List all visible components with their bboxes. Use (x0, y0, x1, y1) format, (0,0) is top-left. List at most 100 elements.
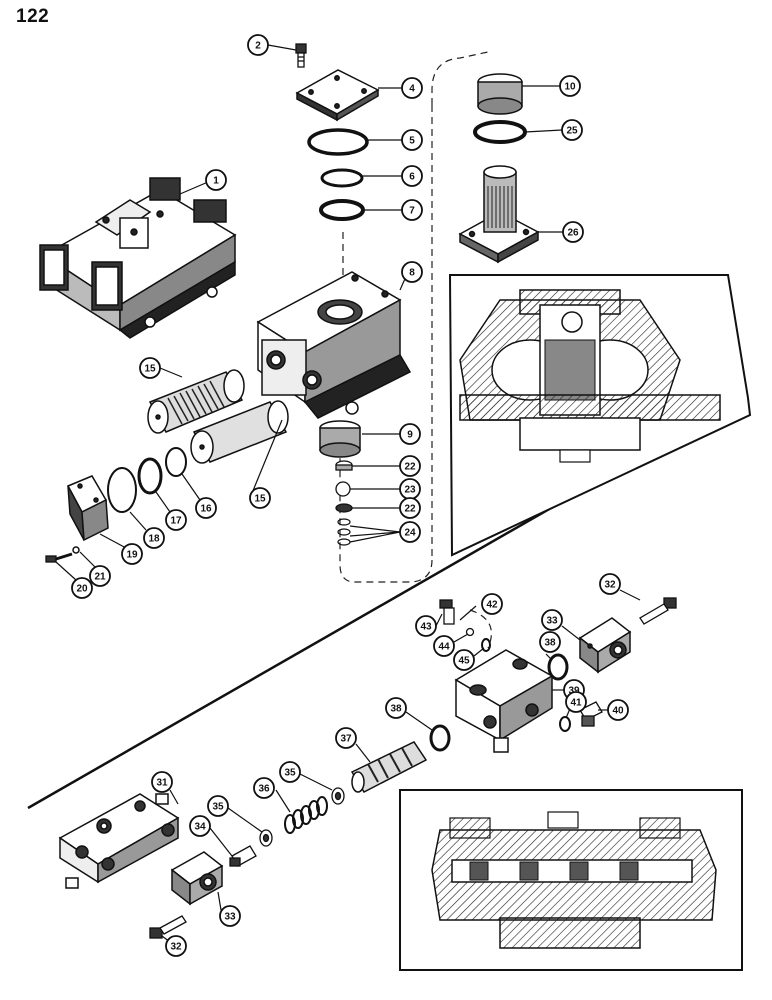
svg-text:22: 22 (404, 504, 416, 515)
part-22-shim-lower (335, 503, 353, 513)
part-9-bushing (319, 420, 361, 458)
callout-33-upper: 33 (541, 609, 563, 631)
part-5-o-ring (307, 128, 369, 156)
callout-40: 40 (607, 699, 629, 721)
part-6-o-ring (320, 168, 364, 188)
part-36-spring (284, 796, 328, 834)
part-38-seal-upper (547, 653, 569, 681)
part-22-shim-upper (335, 460, 353, 471)
part-21-lock-washer (72, 546, 80, 554)
callout-33-lower: 33 (219, 905, 241, 927)
svg-text:38: 38 (390, 704, 402, 715)
assembly-guide-lines (339, 51, 492, 649)
callout-4: 4 (401, 77, 423, 99)
callout-15-upper: 15 (139, 357, 161, 379)
svg-text:6: 6 (409, 172, 415, 183)
callout-22-upper: 22 (399, 455, 421, 477)
part-10-bushing (477, 73, 523, 115)
svg-text:39: 39 (568, 686, 580, 697)
callout-34: 34 (189, 815, 211, 837)
callout-16: 16 (195, 497, 217, 519)
svg-text:7: 7 (409, 206, 415, 217)
callout-26: 26 (562, 221, 584, 243)
part-26-flanged-shaft (458, 165, 540, 264)
svg-text:23: 23 (404, 485, 416, 496)
callout-15-lower: 15 (249, 487, 271, 509)
svg-text:24: 24 (404, 528, 416, 539)
svg-text:15: 15 (254, 494, 266, 505)
callout-7: 7 (401, 199, 423, 221)
callout-35-lower: 35 (207, 795, 229, 817)
part-2-bolt (295, 43, 307, 68)
part-45-o-ring (481, 638, 491, 652)
svg-text:19: 19 (126, 550, 138, 561)
part-25-seal-ring (473, 120, 527, 144)
svg-text:33: 33 (224, 912, 236, 923)
svg-text:20: 20 (76, 584, 88, 595)
callout-23: 23 (399, 478, 421, 500)
part-17-o-ring (137, 457, 163, 495)
callout-38-lower: 38 (385, 697, 407, 719)
part-18-o-ring (107, 467, 137, 513)
part-37-spool (350, 741, 428, 793)
callout-17: 17 (165, 509, 187, 531)
callout-37: 37 (335, 727, 357, 749)
svg-text:45: 45 (458, 656, 470, 667)
svg-text:15: 15 (144, 364, 156, 375)
svg-text:2: 2 (255, 41, 261, 52)
part-35-retainer-lower (259, 829, 273, 847)
svg-text:25: 25 (566, 126, 578, 137)
callout-38-upper: 38 (539, 631, 561, 653)
part-35-retainer-upper (331, 787, 345, 805)
page-number: 122 (16, 6, 50, 27)
part-33-cover-upper (578, 617, 632, 674)
callout-9: 9 (399, 423, 421, 445)
svg-text:31: 31 (156, 778, 168, 789)
part-43-fitting (439, 599, 455, 625)
svg-text:35: 35 (212, 802, 224, 813)
svg-text:38: 38 (544, 638, 556, 649)
svg-text:43: 43 (420, 622, 432, 633)
callout-31: 31 (151, 771, 173, 793)
part-40-plug (579, 701, 603, 727)
part-19-end-cap (66, 475, 109, 542)
callout-5: 5 (401, 129, 423, 151)
part-41-o-ring (559, 716, 571, 732)
callouts: 2 4 5 6 7 8 1 10 25 26 15 15 9 22 23 22 … (71, 34, 629, 957)
svg-text:1: 1 (213, 176, 219, 187)
svg-text:41: 41 (570, 698, 582, 709)
callout-45: 45 (453, 649, 475, 671)
svg-text:35: 35 (284, 768, 296, 779)
callout-32-upper: 32 (599, 573, 621, 595)
svg-text:36: 36 (258, 784, 270, 795)
svg-text:8: 8 (409, 268, 415, 279)
part-39-valve-body (454, 649, 554, 753)
svg-text:42: 42 (486, 600, 498, 611)
callout-41: 41 (565, 691, 587, 713)
svg-text:32: 32 (170, 942, 182, 953)
callout-21: 21 (89, 565, 111, 587)
part-23-ball (335, 481, 351, 497)
svg-text:4: 4 (409, 84, 415, 95)
part-16-o-ring (165, 447, 187, 477)
callout-43: 43 (415, 615, 437, 637)
svg-text:34: 34 (194, 822, 206, 833)
svg-text:16: 16 (200, 504, 212, 515)
callout-32-lower: 32 (165, 935, 187, 957)
svg-text:40: 40 (612, 706, 624, 717)
part-33-cover-lower (170, 851, 224, 906)
part-4-cover-plate (295, 69, 380, 122)
part-38-seal-lower (429, 724, 451, 752)
svg-text:44: 44 (438, 642, 450, 653)
part-32-bolt-upper (639, 597, 677, 625)
part-15-spool-ridged (147, 369, 245, 434)
svg-text:10: 10 (564, 82, 576, 93)
part-44-ball (465, 627, 475, 637)
part-32-bolt-lower (149, 915, 187, 939)
callout-24: 24 (399, 521, 421, 543)
svg-text:33: 33 (546, 616, 558, 627)
part-7-backup-ring (319, 199, 365, 221)
svg-text:26: 26 (567, 228, 579, 239)
svg-text:9: 9 (407, 430, 413, 441)
